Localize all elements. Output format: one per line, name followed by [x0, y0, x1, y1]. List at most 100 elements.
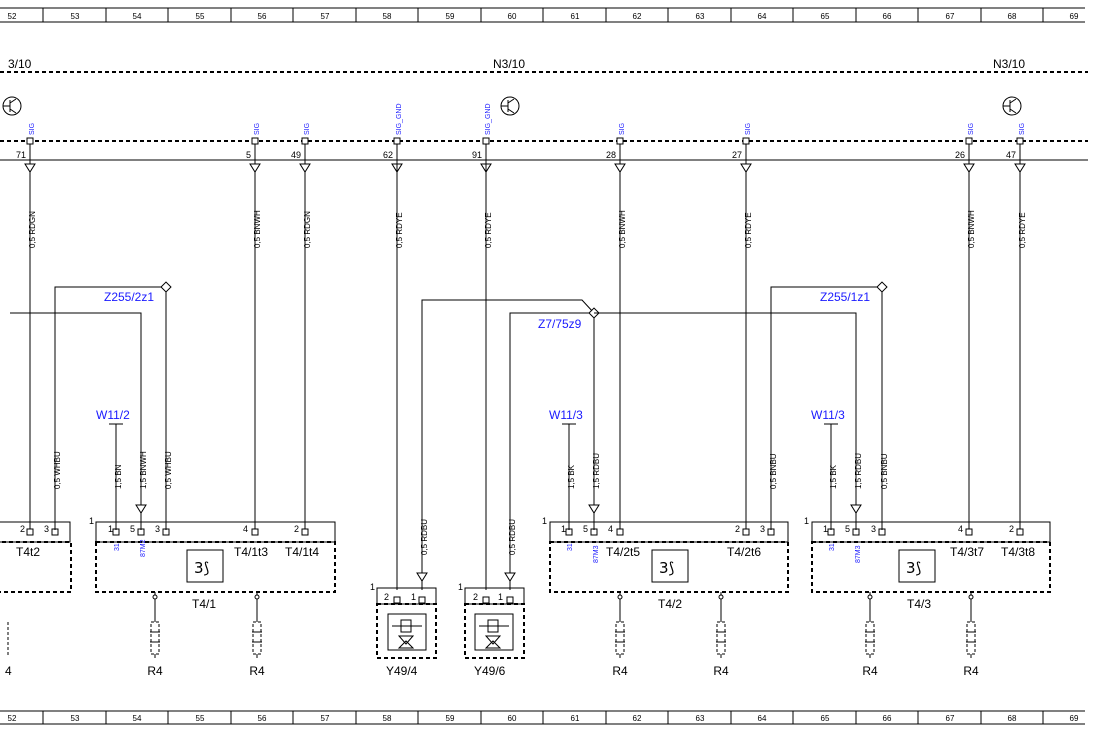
splice-label: Z255/1z1 [820, 290, 870, 304]
connector-housing [0, 521, 71, 543]
component-label: Y49/4 [386, 664, 418, 678]
connector-arrow [24, 163, 36, 173]
component-label: 4 [5, 664, 12, 678]
wire-label: 1,5 BN [114, 464, 123, 489]
grid-number: 61 [571, 12, 580, 21]
grid-number: 53 [71, 12, 80, 21]
connector-arrow [740, 163, 752, 173]
svg-text:3⟆: 3⟆ [659, 559, 674, 577]
module-label-center: N3/10 [493, 57, 525, 71]
wire-label: 1,5 BNWH [139, 451, 148, 489]
signal-label: SIG [619, 123, 626, 135]
component-box [376, 603, 437, 659]
wire-label: 0,5 BNWH [967, 210, 976, 248]
ignition-coil-icon: 3⟆ [898, 549, 936, 583]
signal-label: SIG [304, 123, 311, 135]
wire [509, 312, 595, 590]
wire-label: 0,5 RDYE [395, 212, 404, 248]
ground-label: W11/3 [811, 408, 845, 422]
wire-label: 0,5 RDGN [28, 211, 37, 248]
signal-label: SIG [29, 123, 36, 135]
ignition-coil-icon: 3⟆ [651, 549, 689, 583]
grid-number: 56 [258, 714, 267, 723]
terminal [968, 594, 974, 600]
grid-number: 69 [1070, 714, 1079, 723]
component-label: T4/2t5 [606, 545, 640, 559]
pin-terminal [393, 596, 401, 604]
pin-number: 4 [608, 524, 613, 534]
pin-number: 5 [583, 524, 588, 534]
spark-plug-icon [966, 621, 976, 658]
spark-plug-icon [716, 621, 726, 658]
wire [10, 312, 142, 530]
pin-number: 28 [606, 150, 616, 160]
ignition-coil-icon: 3⟆ [186, 549, 224, 583]
transistor-icon [500, 96, 520, 116]
svg-text:3⟆: 3⟆ [906, 559, 921, 577]
wire-label: 0,5 BNBU [880, 453, 889, 489]
component-label: T4/3t8 [1001, 545, 1035, 559]
grid-number: 59 [446, 12, 455, 21]
pin-terminal [506, 596, 514, 604]
pin-terminal [301, 528, 309, 536]
grid-number: 67 [946, 12, 955, 21]
transistor-icon [1002, 96, 1022, 116]
grid-number: 57 [321, 714, 330, 723]
pin-number: 5 [130, 524, 135, 534]
wire-label: 1,5 RDBU [854, 453, 863, 489]
pin-number: 47 [1006, 150, 1016, 160]
grid-number: 55 [196, 714, 205, 723]
pin-terminal [742, 528, 750, 536]
pin-number: 1 [498, 592, 503, 602]
module-label-left: 3/10 [8, 57, 32, 71]
pin-terminal [251, 528, 259, 536]
component-label: R4 [249, 664, 265, 678]
wire-label: 1,5 RDBU [592, 453, 601, 489]
grid-number: 53 [71, 714, 80, 723]
wire-label: 0,5 WHBU [53, 451, 62, 489]
component-label: T4/1t3 [234, 545, 268, 559]
pin-number: 1 [411, 592, 416, 602]
terminal [617, 594, 623, 600]
connector-arrow [1014, 163, 1026, 173]
component-label: T4/3t7 [950, 545, 984, 559]
terminal-label: 87M3 [855, 545, 862, 563]
terminal-label: 31 [829, 543, 836, 551]
component-label: T4t2 [16, 545, 40, 559]
component-label: R4 [713, 664, 729, 678]
terminal [718, 594, 724, 600]
wire [54, 286, 166, 530]
grid-number: 58 [383, 12, 392, 21]
connector-arrow [588, 504, 600, 514]
pin-number: 1 [108, 524, 113, 534]
grid-number: 66 [883, 714, 892, 723]
terminal-label: 31 [114, 543, 121, 551]
svg-text:3⟆: 3⟆ [194, 559, 209, 577]
component-label: T4/2 [658, 597, 682, 611]
pin-number: 3 [44, 524, 49, 534]
connector-arrow [135, 504, 147, 514]
wire-label: 0,5 RDYE [484, 212, 493, 248]
pin-number: 3 [871, 524, 876, 534]
grid-number: 66 [883, 12, 892, 21]
signal-label: SIG [745, 123, 752, 135]
wire-label: 0,5 RDYE [744, 212, 753, 248]
pin-number: 3 [155, 524, 160, 534]
wire-label: 0,5 RDGN [303, 211, 312, 248]
component-box [0, 541, 72, 593]
wire-label: 0,5 RDBU [508, 519, 517, 555]
pin-number: 2 [473, 592, 478, 602]
wire [594, 312, 857, 530]
pin-number: 1 [804, 516, 809, 526]
pin-terminal [301, 137, 309, 145]
grid-number: 64 [758, 12, 767, 21]
wire-label: 0,5 BNWH [618, 210, 627, 248]
transistor-icon [2, 96, 22, 116]
pin-number: 4 [958, 524, 963, 534]
wire-label: 0,5 BNBU [769, 453, 778, 489]
splice-label: Z7/75z9 [538, 317, 582, 331]
pin-number: 71 [16, 150, 26, 160]
grid-number: 52 [8, 12, 17, 21]
